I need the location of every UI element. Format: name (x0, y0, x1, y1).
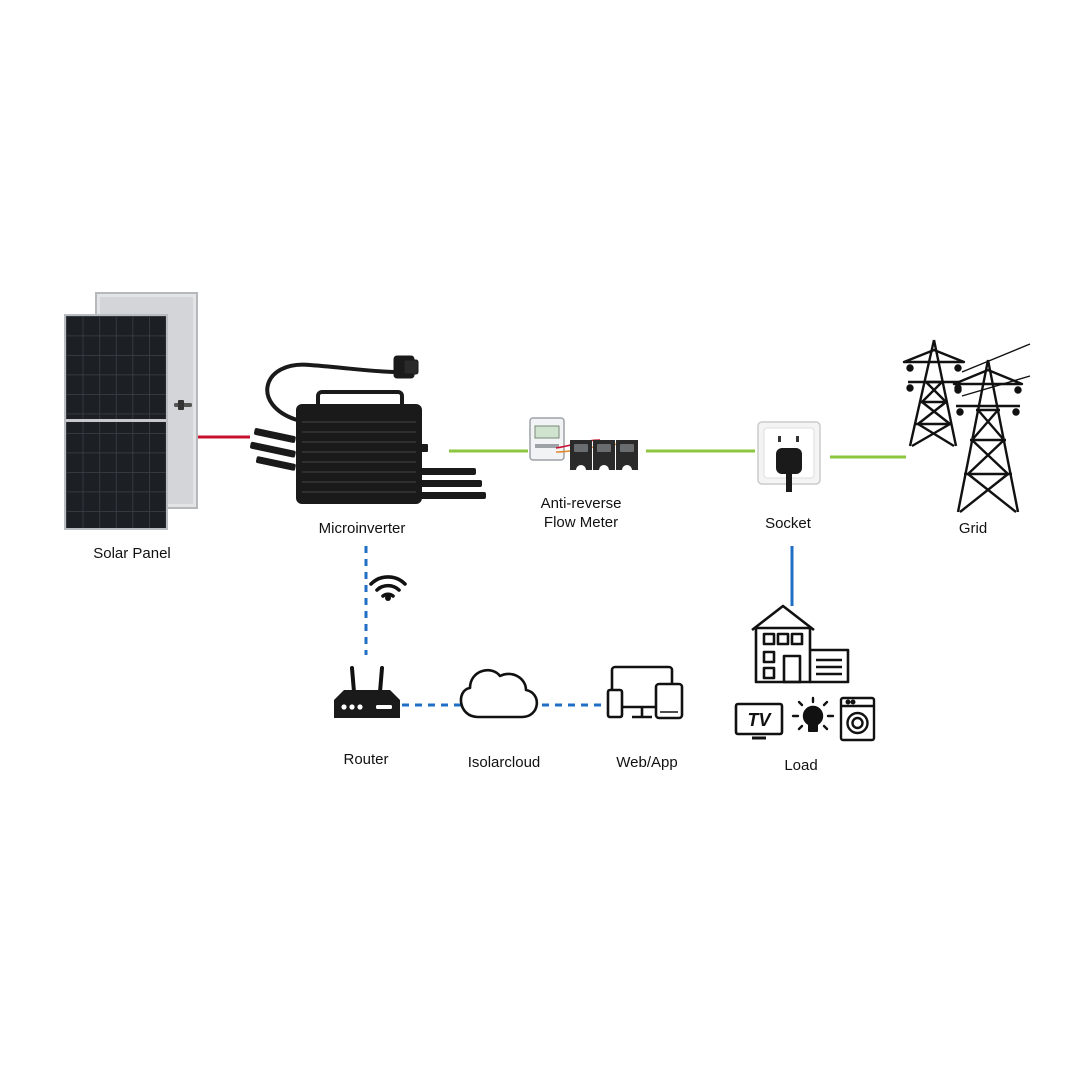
solar-panel-label: Solar Panel (93, 545, 171, 562)
lightbulb-icon (791, 696, 835, 732)
meter-label-line1: Anti-reverse (541, 495, 622, 512)
flow-meter-icon (529, 417, 638, 470)
socket-icon (757, 421, 821, 492)
microinverter-label: Microinverter (319, 520, 406, 537)
meter-label-line2: Flow Meter (544, 514, 618, 531)
webapp-label: Web/App (616, 754, 677, 771)
transmission-tower-icon (902, 339, 1031, 513)
devices-icon (606, 665, 684, 720)
router-label: Router (343, 751, 388, 768)
tv-label: TV (747, 710, 772, 730)
cloud-label: Isolarcloud (468, 754, 541, 771)
grid-label: Grid (959, 520, 987, 537)
socket-label: Socket (765, 515, 812, 532)
node-labels: Solar Panel Microinverter Anti-reverse F… (93, 495, 987, 774)
washing-machine-icon (839, 696, 876, 742)
microinverter-icon (250, 355, 486, 504)
connection-lines (176, 435, 906, 707)
house-icon (751, 604, 850, 684)
solar-panel-icon (64, 292, 198, 530)
tv-icon: TV (734, 702, 784, 740)
wifi-icon (369, 575, 407, 601)
cloud-icon (459, 668, 539, 719)
load-label: Load (784, 757, 817, 774)
router-icon (334, 666, 400, 718)
